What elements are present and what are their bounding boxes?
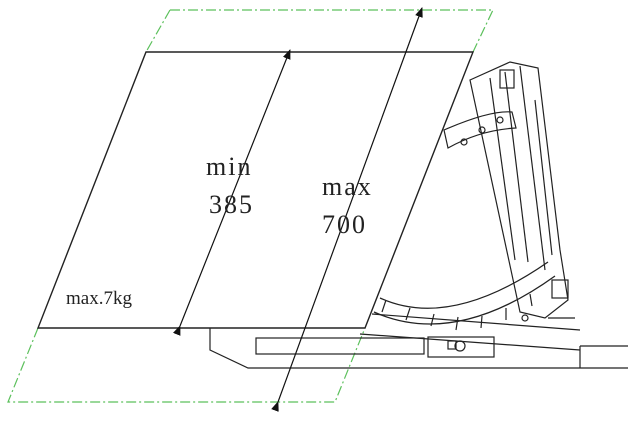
- load-label: max.7kg: [66, 288, 132, 309]
- max-label: max: [322, 172, 373, 201]
- min-label: min: [206, 152, 253, 181]
- max-value: 700: [322, 210, 367, 239]
- min-value: 385: [209, 190, 254, 219]
- max-dimension-arrow: [271, 7, 423, 412]
- tilted-panel: [36, 51, 475, 329]
- max-position-outline-top: [145, 9, 494, 53]
- min-position-outline-bottom: [7, 327, 366, 403]
